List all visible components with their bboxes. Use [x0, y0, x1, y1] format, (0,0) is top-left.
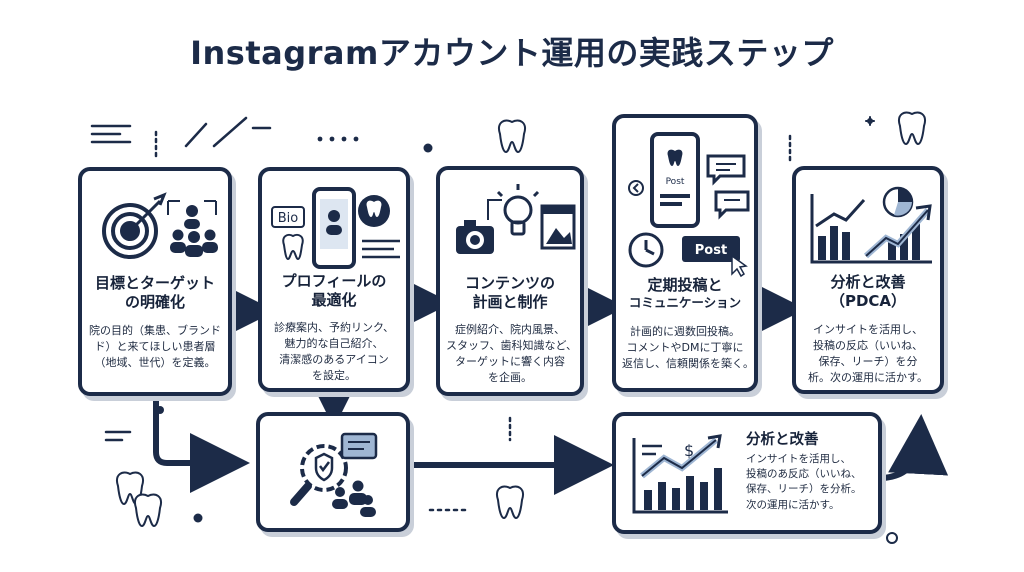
plus-icon — [865, 116, 875, 126]
step1-heading: 目標とターゲット の明確化 — [86, 274, 224, 312]
step3-body-line: スタッフ、歯科知識など、 — [446, 338, 578, 352]
step1-body-line: （地域、世代）を定義。 — [94, 355, 216, 369]
audience-research-box — [256, 412, 410, 532]
analysis-summary-box: $ 分析と改善 インサイトを活用し、 投稿のあ反応（いいね、 保存、リーチ）を分… — [612, 412, 882, 534]
step1-body-line: ド）と来てほしい患者層 — [94, 339, 216, 353]
image-icon — [540, 204, 576, 250]
lightbulb-icon — [487, 184, 540, 236]
step2-heading-line: 最適化 — [311, 290, 357, 309]
analysis-box-body-line: 投稿のあ反応（いいね、 — [746, 468, 862, 481]
magnifier-people-icon — [290, 432, 378, 517]
lower-connectors — [153, 368, 949, 495]
step-card-profile: Bio プロフィールの 最適化 — [258, 167, 410, 392]
step5-heading: 分析と改善 （PDCA） — [800, 273, 936, 311]
step3-body: 症例紹介、院内風景、 スタッフ、歯科知識など、 ターゲットに響く内容 を企画。 — [446, 322, 578, 386]
step2-body: 診療案内、予約リンク、 魅力的な自己紹介、 清潔感のあるアイコン を設定。 — [268, 320, 400, 384]
step5-icons — [810, 186, 932, 264]
tooth-icon — [116, 111, 926, 527]
svg-text:Post: Post — [695, 243, 727, 258]
step2-icons: Bio — [271, 187, 400, 269]
chat-bubble-icon — [706, 154, 750, 220]
step1-body: 院の目的（集患、ブランド ド）と来てほしい患者層 （地域、世代）を定義。 — [88, 323, 222, 371]
step4-body-line: 返信し、信頼関係を築く。 — [622, 356, 754, 370]
people-icon — [167, 200, 218, 257]
step1-heading-line: 目標とターゲット — [94, 274, 215, 292]
svg-text:$: $ — [684, 441, 694, 460]
step5-body: インサイトを活用し、 投稿の反応（いいね、 保存、リーチ）を分 析。次の運用に活… — [802, 322, 934, 386]
analysis-box-body-line: 保存、リーチ）を分析。 — [746, 483, 862, 496]
step-card-goal: 目標とターゲット の明確化 院の目的（集患、ブランド ド）と来てほしい患者層 （… — [78, 167, 232, 396]
tooth-icon — [358, 195, 390, 227]
analysis-chart-icon: $ — [632, 434, 728, 514]
step5-body-line: 保存、リーチ）を分 — [818, 354, 918, 368]
smartphone-post-icon: Post — [650, 132, 700, 228]
step3-body-line: を企画。 — [488, 370, 532, 384]
step3-icons — [456, 184, 576, 254]
page-title: Instagramアカウント運用の実践ステップ — [190, 34, 834, 72]
step5-body-line: インサイトを活用し、 — [813, 323, 923, 336]
step3-heading: コンテンツの 計画と制作 — [444, 274, 576, 312]
target-icon — [102, 192, 167, 259]
camera-icon — [456, 220, 494, 254]
step-card-analysis: 分析と改善 （PDCA） インサイトを活用し、 投稿の反応（いいね、 保存、リー… — [792, 166, 944, 394]
analysis-box-body: インサイトを活用し、 投稿のあ反応（いいね、 保存、リーチ）を分析。 次の運用に… — [746, 452, 862, 513]
bar-chart-icon — [810, 194, 932, 264]
step3-heading-line: コンテンツの — [464, 274, 555, 292]
step1-icons — [102, 192, 218, 259]
step4-icons: Post Post — [628, 132, 750, 278]
analysis-box-heading: 分析と改善 — [746, 432, 819, 448]
step1-heading-line: の明確化 — [124, 292, 185, 311]
analysis-box-body-line: 次の運用に活かす。 — [746, 498, 840, 511]
step4-heading-line: 定期投稿と — [647, 276, 723, 294]
clock-icon — [628, 232, 664, 268]
step4-body-line: コメントやDMに丁寧に — [626, 340, 744, 354]
analysis-box-body-line: インサイトを活用し、 — [746, 453, 851, 465]
tooth-icon — [282, 233, 304, 261]
step4-body-line: 計画的に週数回投稿。 — [630, 325, 740, 338]
step2-heading: プロフィールの 最適化 — [266, 272, 402, 310]
svg-text:Post: Post — [666, 177, 685, 187]
decorative-marks — [90, 116, 792, 512]
flow-arrows — [216, 273, 806, 341]
step5-body-line: 析。次の運用に活かす。 — [808, 370, 928, 384]
svg-text:Bio: Bio — [278, 211, 299, 226]
step3-heading-line: 計画と制作 — [472, 292, 548, 311]
bio-tag: Bio — [271, 206, 305, 228]
step-card-content: コンテンツの 計画と制作 症例紹介、院内風景、 スタッフ、歯科知識など、 ターゲ… — [436, 166, 584, 396]
step4-heading-line: コミュニケーション — [628, 294, 742, 310]
pie-chart-icon — [882, 186, 914, 218]
step3-body-line: ターゲットに響く内容 — [455, 354, 565, 368]
step2-body-line: を設定。 — [312, 368, 356, 382]
smartphone-profile-icon — [312, 187, 356, 269]
step5-heading-line: 分析と改善 — [830, 273, 906, 291]
step2-heading-line: プロフィールの — [281, 272, 387, 290]
step5-body-line: 投稿の反応（いいね、 — [813, 338, 923, 352]
step-card-posting: Post Post — [612, 114, 758, 392]
step2-body-line: 診療案内、予約リンク、 — [273, 321, 394, 334]
step5-heading-line: （PDCA） — [829, 291, 907, 310]
trend-up-arrow-icon — [863, 204, 932, 259]
step3-body-line: 症例紹介、院内風景、 — [455, 323, 565, 336]
step1-body-line: 院の目的（集患、ブランド — [89, 324, 221, 337]
step2-body-line: 清潔感のあるアイコン — [279, 352, 389, 366]
step4-body: 計画的に週数回投稿。 コメントやDMに丁寧に 返信し、信頼関係を築く。 — [622, 324, 754, 372]
chevron-left-icon — [628, 180, 644, 196]
step2-body-line: 魅力的な自己紹介、 — [284, 336, 384, 350]
post-button-icon: Post — [682, 236, 748, 278]
step4-heading: 定期投稿と コミュニケーション — [620, 276, 750, 310]
text-lines-icon — [362, 239, 400, 259]
